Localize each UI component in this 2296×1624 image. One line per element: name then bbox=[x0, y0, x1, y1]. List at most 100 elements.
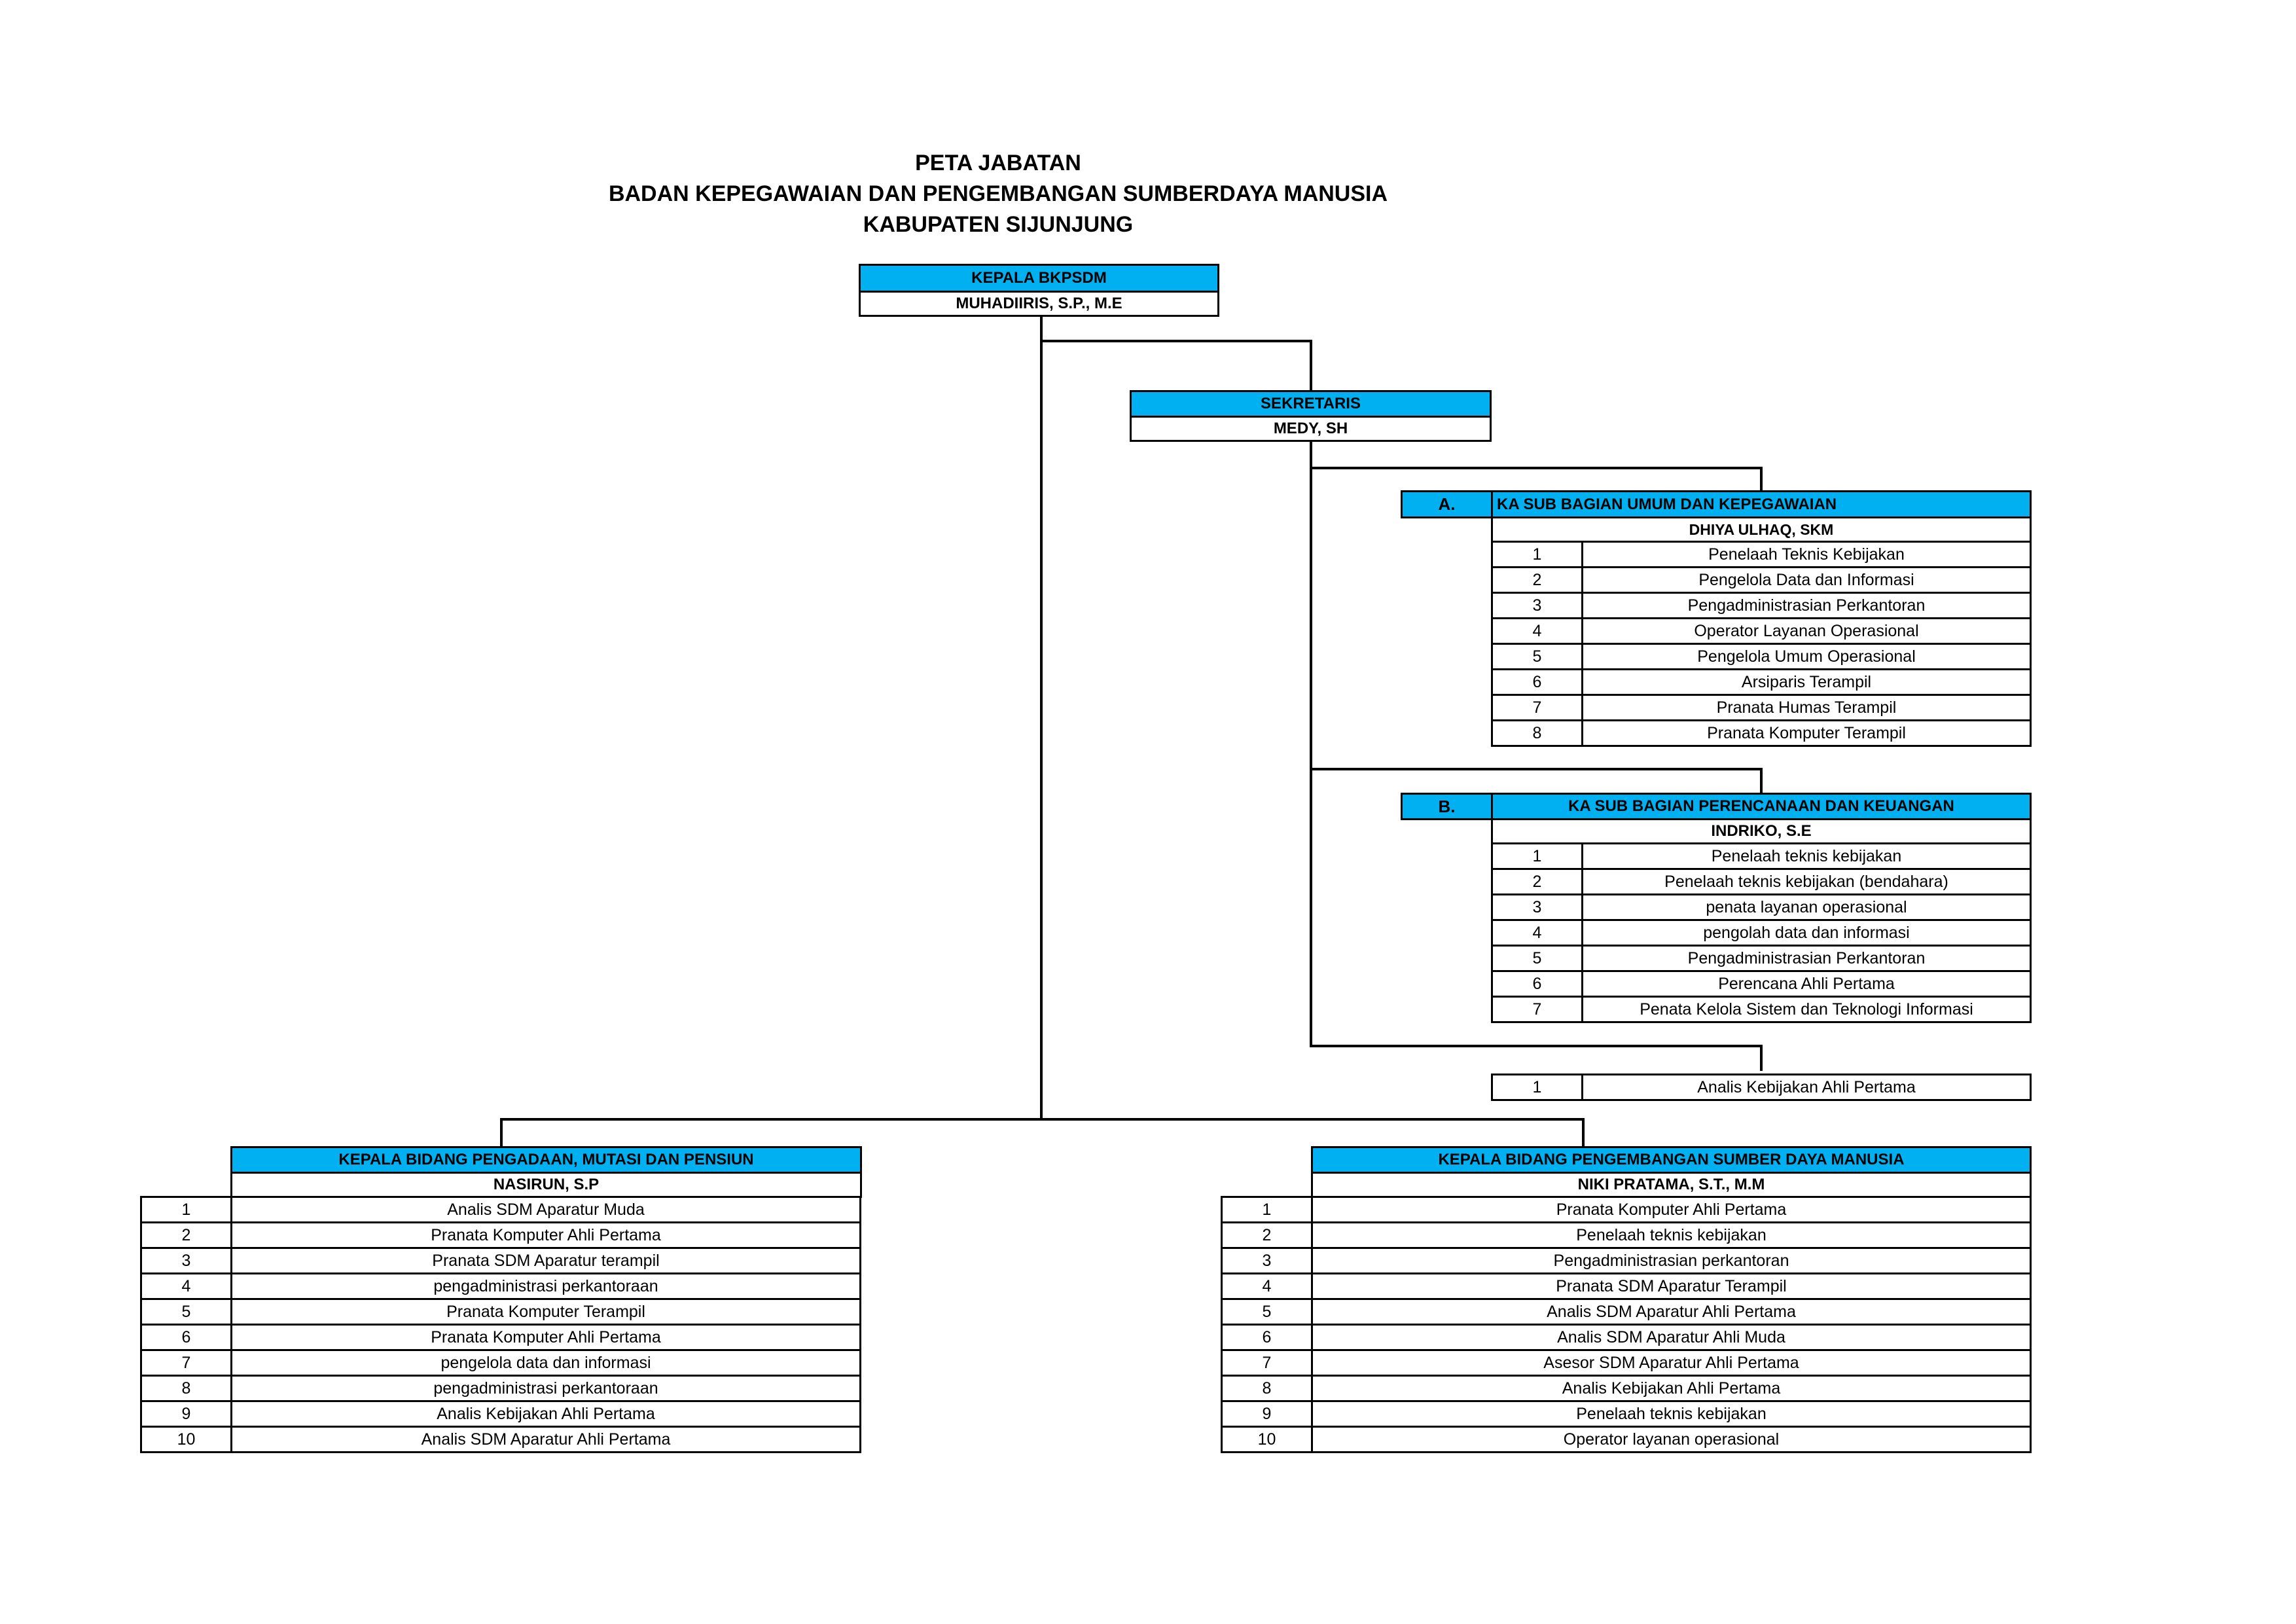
connector-to-subbag-a-h bbox=[1310, 467, 1762, 469]
item-number: 6 bbox=[140, 1324, 232, 1351]
connector-to-sekretaris-v bbox=[1310, 340, 1312, 391]
item-number: 8 bbox=[140, 1375, 232, 1402]
subbag-b-name: INDRIKO, S.E bbox=[1491, 818, 2032, 844]
item-position: Analis Kebijakan Ahli Pertama bbox=[1581, 1074, 2032, 1101]
item-number: 2 bbox=[1221, 1221, 1313, 1249]
connector-to-bidang-psdm bbox=[1582, 1118, 1585, 1147]
sekretaris-name: MEDY, SH bbox=[1130, 416, 1492, 442]
connector-to-staff-h bbox=[1310, 1045, 1762, 1047]
item-number: 3 bbox=[1491, 592, 1583, 619]
item-position: Analis SDM Aparatur Ahli Muda bbox=[1311, 1324, 2032, 1351]
item-number: 5 bbox=[1491, 643, 1583, 670]
item-number: 6 bbox=[1221, 1324, 1313, 1351]
item-position: Pengelola Data dan Informasi bbox=[1581, 566, 2032, 594]
item-number: 4 bbox=[1491, 617, 1583, 645]
bidang-psdm-name: NIKI PRATAMA, S.T., M.M bbox=[1311, 1172, 2032, 1198]
item-position: Pranata SDM Aparatur Terampil bbox=[1311, 1272, 2032, 1300]
item-position: Pengelola Umum Operasional bbox=[1581, 643, 2032, 670]
item-position: Penelaah Teknis Kebijakan bbox=[1581, 541, 2032, 568]
item-position: Penelaah teknis kebijakan bbox=[1311, 1221, 2032, 1249]
item-position: pengadministrasi perkantoraan bbox=[230, 1272, 861, 1300]
connector-to-subbag-b-v bbox=[1760, 768, 1763, 794]
item-position: Operator layanan operasional bbox=[1311, 1426, 2032, 1453]
connector-to-staff-v bbox=[1760, 1045, 1763, 1071]
item-position: Perencana Ahli Pertama bbox=[1581, 970, 2032, 998]
connector-to-bidang-mutasi bbox=[500, 1118, 503, 1147]
item-position: Analis SDM Aparatur Ahli Pertama bbox=[230, 1426, 861, 1453]
kepala-title: KEPALA BKPSDM bbox=[859, 264, 1219, 293]
item-number: 5 bbox=[140, 1298, 232, 1326]
bidang-psdm-title: KEPALA BIDANG PENGEMBANGAN SUMBER DAYA M… bbox=[1311, 1146, 2032, 1174]
item-number: 3 bbox=[1221, 1247, 1313, 1274]
connector-main-trunk bbox=[1040, 316, 1043, 1120]
item-position: Penelaah teknis kebijakan bbox=[1581, 842, 2032, 870]
item-number: 10 bbox=[140, 1426, 232, 1453]
item-number: 8 bbox=[1221, 1375, 1313, 1402]
item-number: 3 bbox=[140, 1247, 232, 1274]
item-number: 2 bbox=[1491, 566, 1583, 594]
subbag-a-name: DHIYA ULHAQ, SKM bbox=[1491, 516, 2032, 543]
item-number: 6 bbox=[1491, 668, 1583, 696]
item-number: 4 bbox=[1221, 1272, 1313, 1300]
item-position: Pengadministrasian Perkantoran bbox=[1581, 592, 2032, 619]
item-position: Arsiparis Terampil bbox=[1581, 668, 2032, 696]
item-position: pengolah data dan informasi bbox=[1581, 919, 2032, 947]
item-position: pengadministrasi perkantoraan bbox=[230, 1375, 861, 1402]
item-number: 3 bbox=[1491, 893, 1583, 921]
item-number: 2 bbox=[1491, 868, 1583, 895]
bidang-mutasi-name: NASIRUN, S.P bbox=[230, 1172, 862, 1198]
connector-to-subbag-a-v bbox=[1760, 467, 1763, 492]
item-position: Analis Kebijakan Ahli Pertama bbox=[1311, 1375, 2032, 1402]
item-number: 10 bbox=[1221, 1426, 1313, 1453]
item-position: Pranata Humas Terampil bbox=[1581, 694, 2032, 721]
item-number: 7 bbox=[1221, 1349, 1313, 1377]
item-position: Pengadministrasian Perkantoran bbox=[1581, 945, 2032, 972]
item-position: Pranata SDM Aparatur terampil bbox=[230, 1247, 861, 1274]
item-number: 8 bbox=[1491, 719, 1583, 747]
item-position: Analis Kebijakan Ahli Pertama bbox=[230, 1400, 861, 1428]
item-position: Asesor SDM Aparatur Ahli Pertama bbox=[1311, 1349, 2032, 1377]
item-number: 5 bbox=[1221, 1298, 1313, 1326]
item-position: Pengadministrasian perkantoran bbox=[1311, 1247, 2032, 1274]
item-number: 1 bbox=[1491, 1074, 1583, 1101]
item-number: 1 bbox=[140, 1196, 232, 1223]
subbag-a-title: KA SUB BAGIAN UMUM DAN KEPEGAWAIAN bbox=[1491, 490, 2032, 518]
connector-to-subbag-b-h bbox=[1310, 768, 1762, 770]
connector-bidang-h bbox=[500, 1118, 1585, 1121]
item-position: Penelaah teknis kebijakan (bendahara) bbox=[1581, 868, 2032, 895]
item-position: Analis SDM Aparatur Ahli Pertama bbox=[1311, 1298, 2032, 1326]
item-position: Pranata Komputer Terampil bbox=[1581, 719, 2032, 747]
bidang-mutasi-title: KEPALA BIDANG PENGADAAN, MUTASI DAN PENS… bbox=[230, 1146, 862, 1174]
item-position: Penata Kelola Sistem dan Teknologi Infor… bbox=[1581, 996, 2032, 1023]
item-position: Pranata Komputer Ahli Pertama bbox=[1311, 1196, 2032, 1223]
subbag-b-code: B. bbox=[1401, 793, 1493, 820]
item-position: Penelaah teknis kebijakan bbox=[1311, 1400, 2032, 1428]
item-number: 2 bbox=[140, 1221, 232, 1249]
item-position: Pranata Komputer Terampil bbox=[230, 1298, 861, 1326]
